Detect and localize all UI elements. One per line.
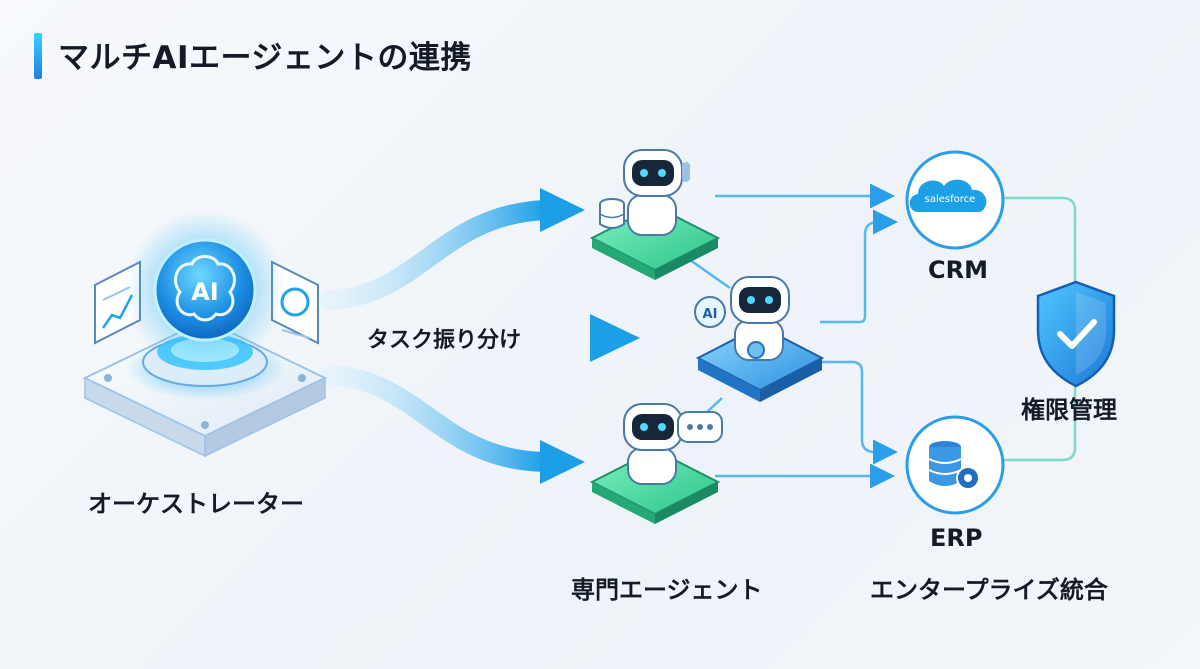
- database-icon: [599, 198, 625, 229]
- orchestrator-node: [82, 210, 328, 458]
- agent-center-badge: AI: [703, 307, 718, 322]
- brain-icon: [174, 255, 236, 322]
- erp-node: [905, 415, 1005, 515]
- crm-node: [905, 150, 1005, 250]
- orchestrator-label: オーケストレーター: [88, 490, 304, 518]
- crm-logo-text: salesforce: [925, 194, 976, 205]
- crm-label: CRM: [928, 256, 988, 284]
- chat-bubble-icon: [677, 411, 723, 443]
- agents-label: 専門エージェント: [571, 576, 763, 604]
- title-accent-bar: [34, 33, 42, 79]
- robot-icon: [623, 149, 690, 236]
- ai-chat-bubble-icon: [694, 296, 726, 328]
- agent-top: [589, 149, 721, 280]
- permission-label: 権限管理: [1021, 396, 1117, 424]
- agent-bottom: [589, 403, 723, 524]
- page-title: マルチAIエージェントの連携: [58, 40, 472, 76]
- gear-icon: [747, 341, 765, 359]
- orchestrator-badge: AI: [191, 278, 219, 306]
- connection-lines: [689, 183, 1077, 489]
- robot-icon: [623, 403, 683, 485]
- salesforce-cloud-icon: [909, 179, 987, 212]
- erp-label: ERP: [930, 524, 983, 552]
- shield-icon: [1036, 280, 1116, 388]
- gear-icon: [956, 466, 980, 490]
- task-arrows: [320, 188, 640, 484]
- erp-sublabel: エンタープライズ統合: [870, 576, 1108, 604]
- task-distribution-label: タスク振り分け: [367, 328, 522, 353]
- agent-center: [694, 276, 825, 402]
